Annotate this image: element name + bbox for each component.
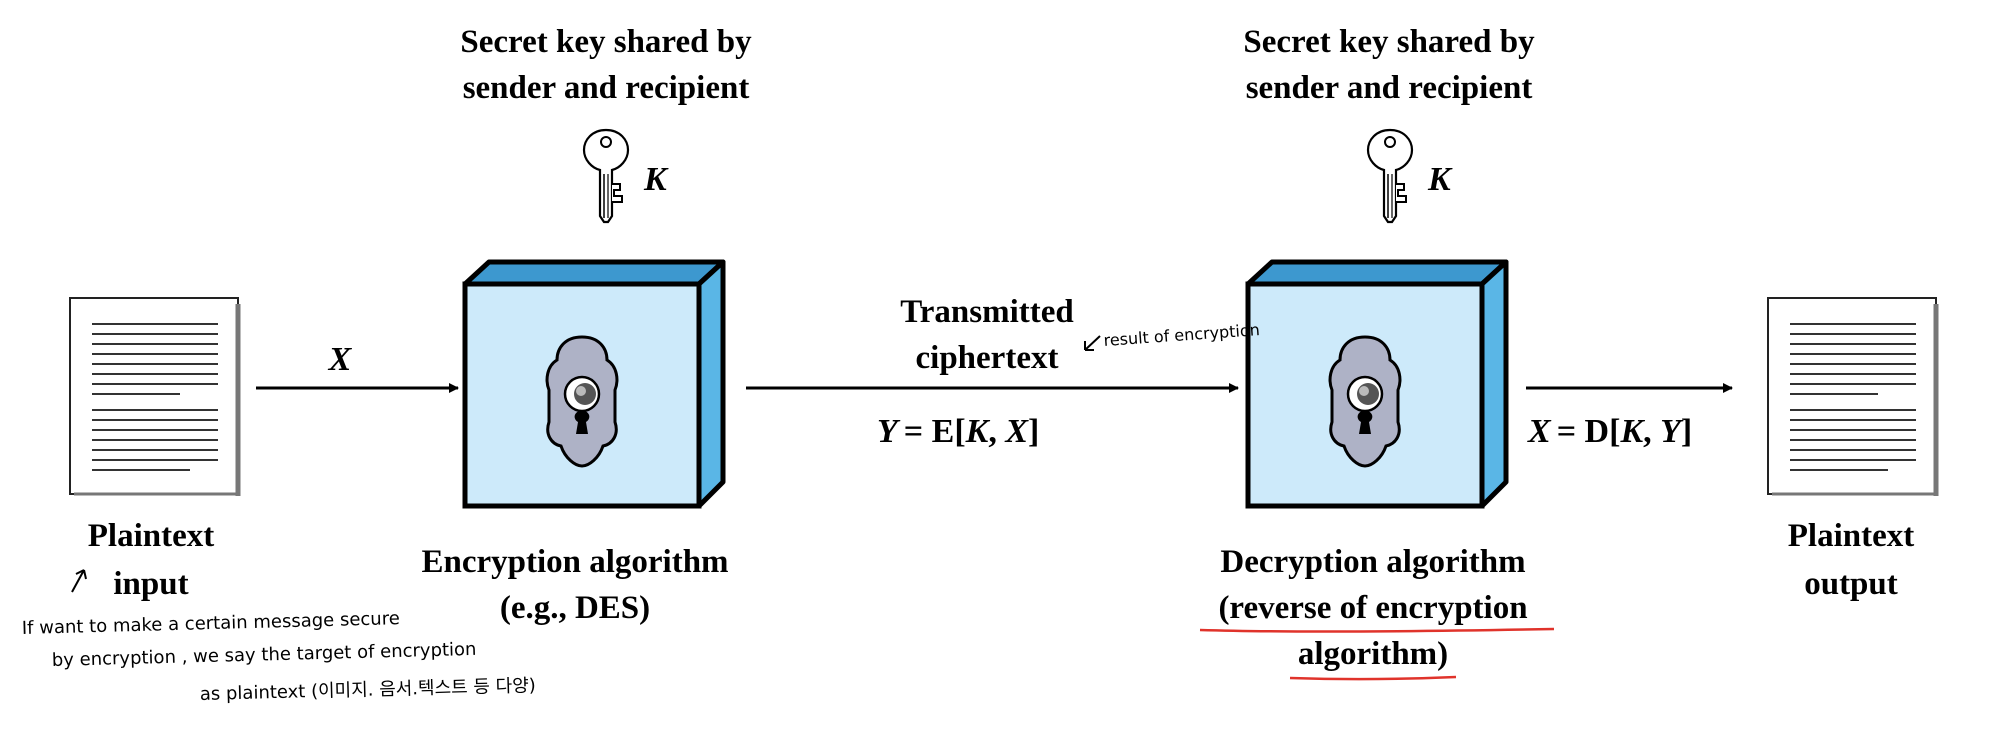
plaintext-input-document-icon xyxy=(70,298,238,496)
right-key-symbol: K xyxy=(1427,161,1453,198)
plaintext-input-label-line1: Plaintext xyxy=(88,518,214,554)
right-key-caption: Secret key shared by sender and recipien… xyxy=(1243,24,1535,106)
handwritten-note-input-line1: If want to make a certain message secure xyxy=(22,608,400,639)
plaintext-input-label-line2: input xyxy=(113,566,188,602)
encryption-label-line1: Encryption algorithm xyxy=(421,544,728,580)
decryption-label-line1: Decryption algorithm xyxy=(1220,544,1525,580)
left-key-symbol: K xyxy=(643,161,669,198)
right-key-icon xyxy=(1366,128,1414,224)
handwritten-arrow-to-input xyxy=(71,569,87,593)
decryption-label-line3: algorithm) xyxy=(1298,636,1448,672)
ciphertext-label-line1: Transmitted xyxy=(900,294,1074,330)
decryption-algorithm-box xyxy=(1248,262,1506,506)
decryption-underline-2 xyxy=(1289,675,1457,681)
plaintext-output-document-icon xyxy=(1768,298,1936,496)
handwritten-note-input-line2: by encryption , we say the target of enc… xyxy=(52,639,477,671)
plaintext-output-label-line1: Plaintext xyxy=(1788,518,1914,554)
left-key-caption: Secret key shared by sender and recipien… xyxy=(460,24,752,106)
left-key-caption-line2: sender and recipient xyxy=(463,70,750,106)
decryption-label-line2: (reverse of encryption xyxy=(1218,590,1527,626)
right-key-caption-line2: sender and recipient xyxy=(1246,70,1533,106)
encryption-label-line2: (e.g., DES) xyxy=(500,590,650,626)
encryption-algorithm-box xyxy=(465,262,723,506)
decryption-underline-1 xyxy=(1199,627,1555,633)
right-key-caption-line1: Secret key shared by xyxy=(1243,24,1535,60)
ciphertext-equation: Y= E[K, X] xyxy=(877,413,1039,450)
left-key-icon xyxy=(582,128,630,224)
handwritten-note-input-line3: as plaintext (이미지. 음서.텍스트 등 다양) xyxy=(200,675,536,705)
input-arrow-x-label: X xyxy=(328,341,353,378)
plaintext-output-label-line2: output xyxy=(1804,566,1898,602)
ciphertext-label-line2: ciphertext xyxy=(916,340,1059,376)
output-equation: X= D[K, Y] xyxy=(1527,413,1692,450)
handwritten-note-ciphertext: result of encryption xyxy=(1103,320,1260,350)
left-key-caption-line1: Secret key shared by xyxy=(460,24,752,60)
handwritten-arrow-to-ciphertext xyxy=(1084,335,1101,351)
